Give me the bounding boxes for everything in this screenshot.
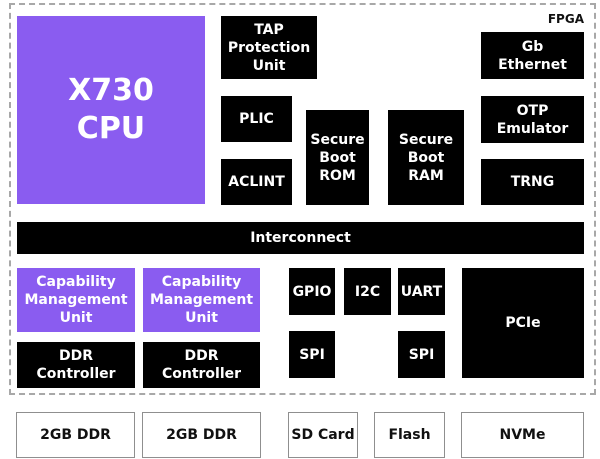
gpio-block: GPIO <box>289 268 335 315</box>
pcie-block: PCIe <box>462 268 584 378</box>
secure-boot-ram-block: Secure Boot RAM <box>388 110 464 205</box>
plic-block: PLIC <box>221 96 292 142</box>
external-nvme: NVMe <box>461 412 584 458</box>
i2c-block: I2C <box>344 268 391 315</box>
external-flash: Flash <box>374 412 445 458</box>
ddr-controller-2: DDR Controller <box>143 342 260 388</box>
trng-block: TRNG <box>481 159 584 205</box>
external-sd-card: SD Card <box>288 412 358 458</box>
fpga-boundary: FPGA <box>9 3 596 395</box>
tap-protection-unit-block: TAP Protection Unit <box>221 16 317 79</box>
capability-management-unit-1: Capability Management Unit <box>17 268 135 332</box>
capability-management-unit-2: Capability Management Unit <box>143 268 260 332</box>
aclint-block: ACLINT <box>221 159 292 205</box>
fpga-label: FPGA <box>547 12 584 26</box>
otp-emulator-block: OTP Emulator <box>481 96 584 143</box>
gb-ethernet-block: Gb Ethernet <box>481 32 584 79</box>
spi-block-1: SPI <box>289 331 335 378</box>
spi-block-2: SPI <box>398 331 445 378</box>
interconnect-bus: Interconnect <box>17 222 584 254</box>
ddr-controller-1: DDR Controller <box>17 342 135 388</box>
secure-boot-rom-block: Secure Boot ROM <box>306 110 369 205</box>
cpu-block: X730 CPU <box>17 16 205 204</box>
external-2gb-ddr-1: 2GB DDR <box>16 412 135 458</box>
external-2gb-ddr-2: 2GB DDR <box>142 412 261 458</box>
uart-block: UART <box>398 268 445 315</box>
